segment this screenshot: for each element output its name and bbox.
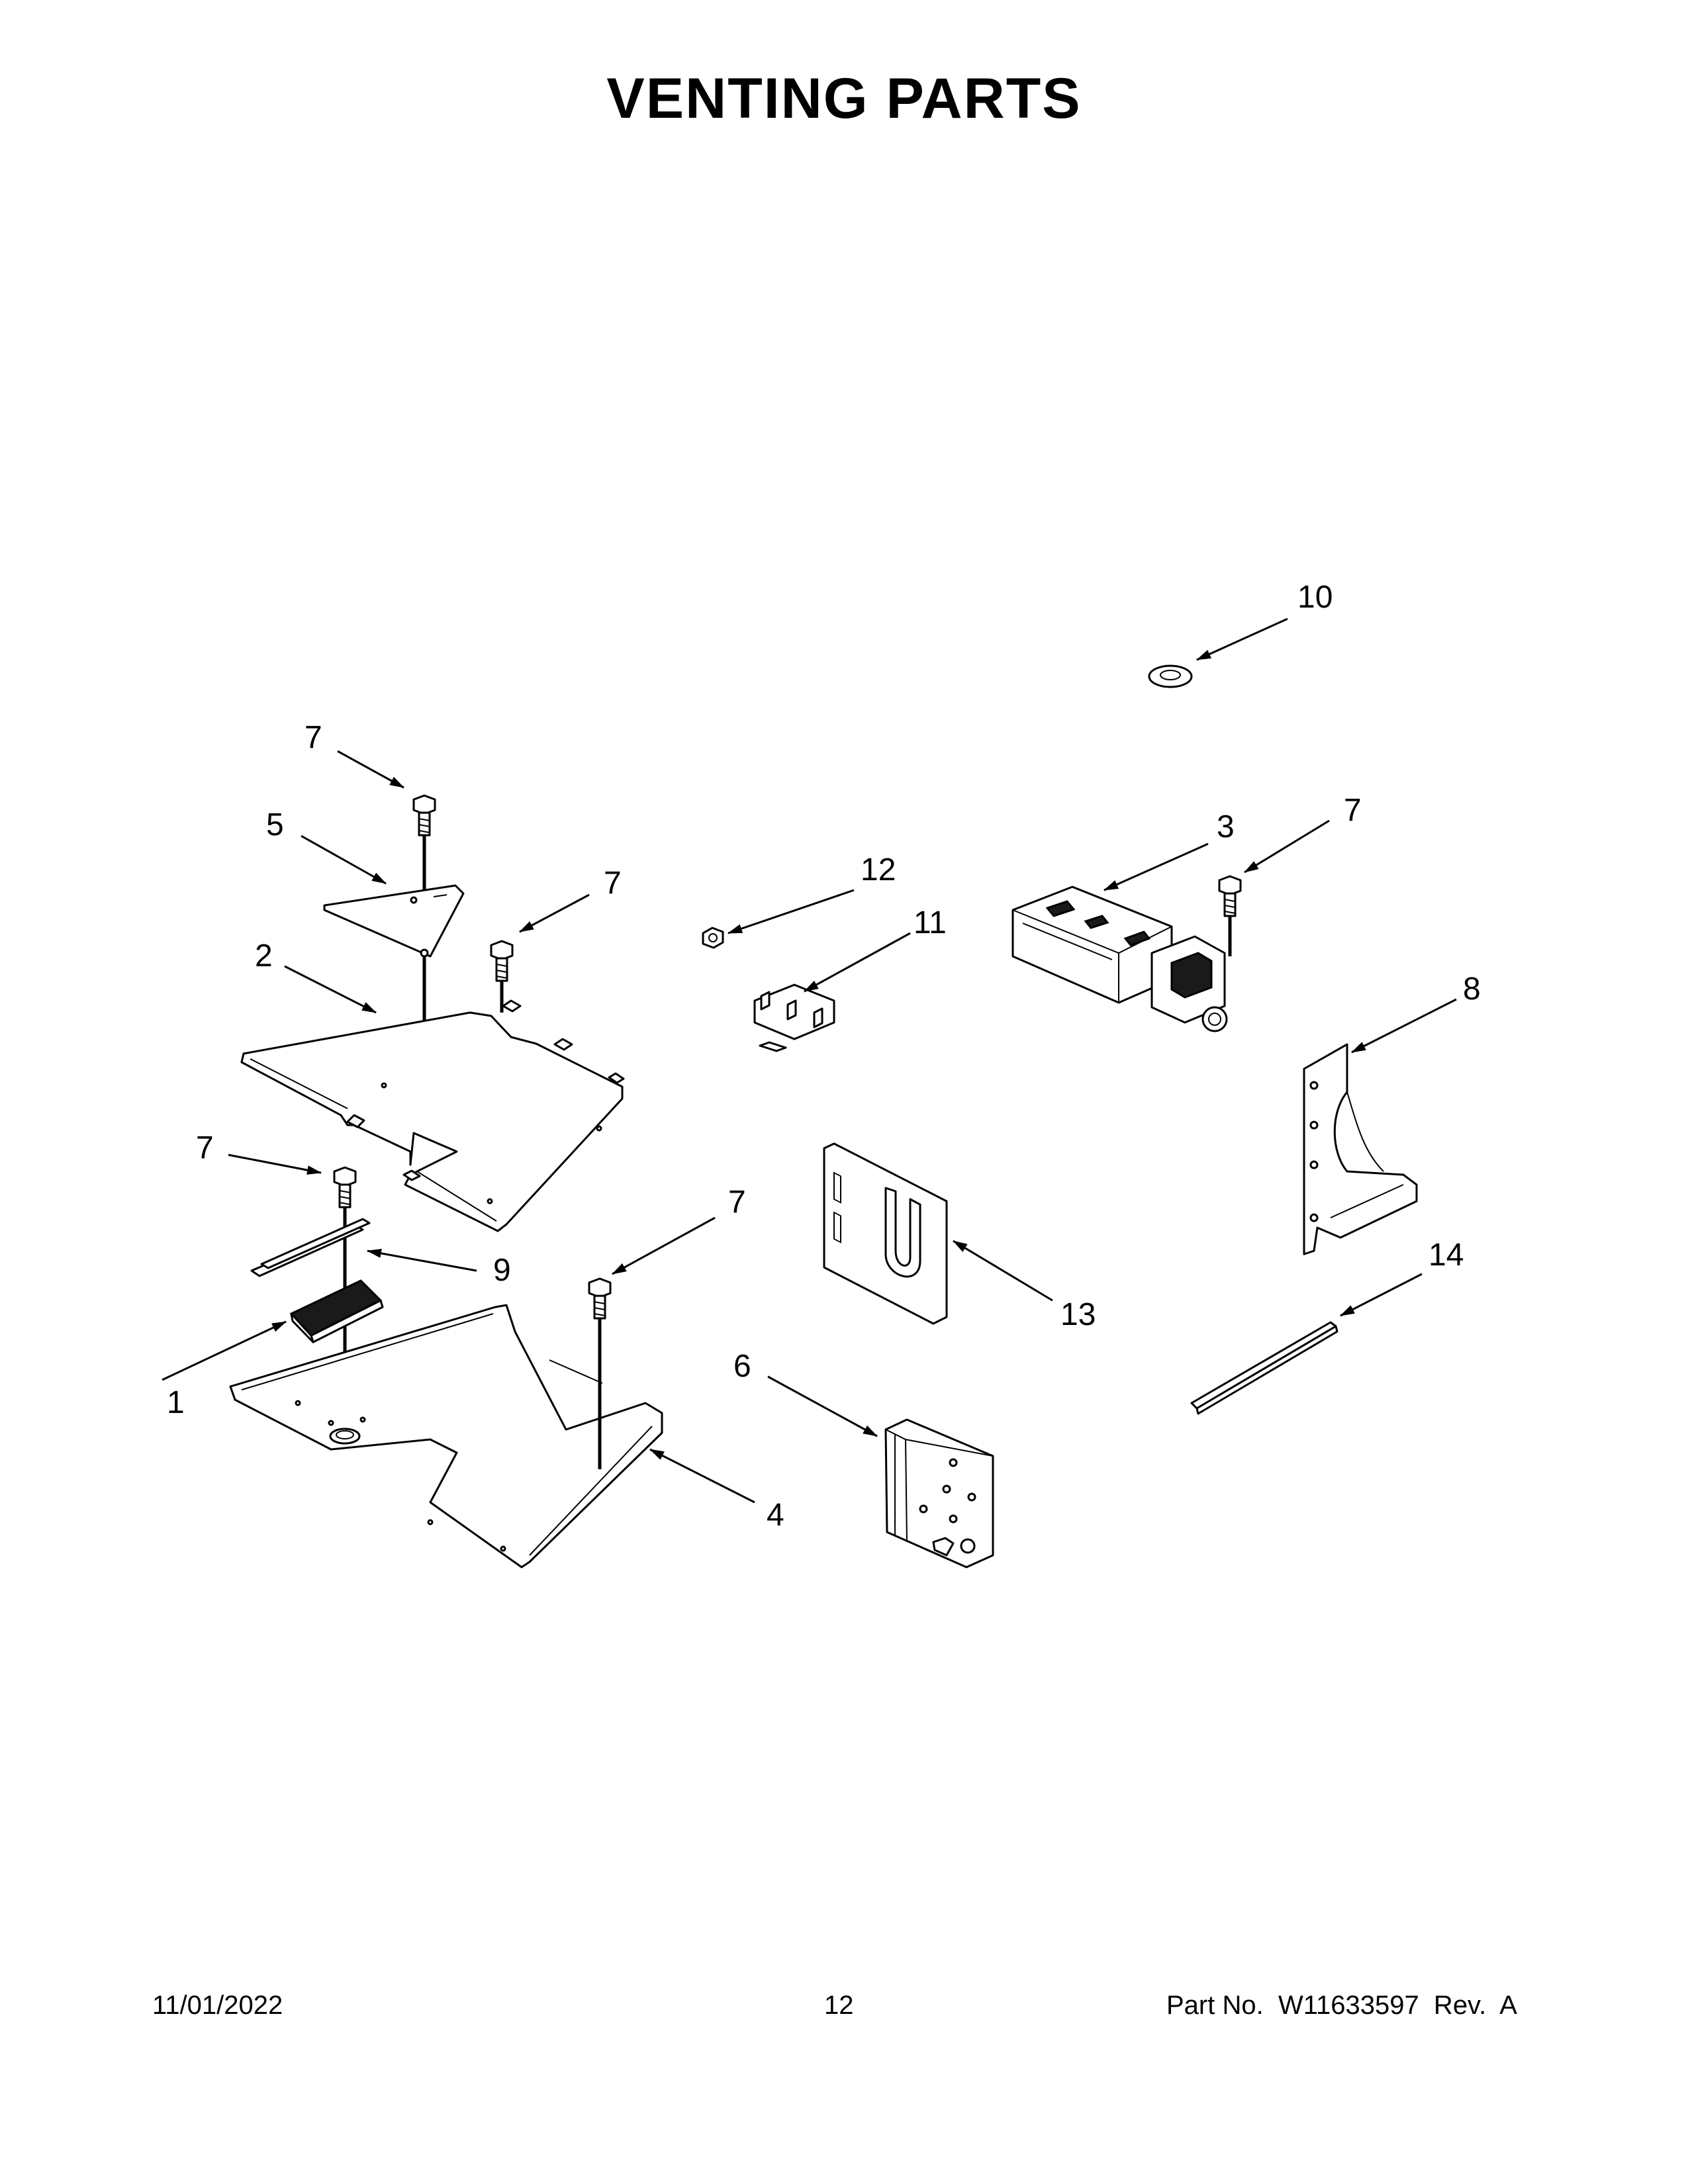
leader-11 bbox=[804, 932, 911, 993]
leader-9 bbox=[367, 1248, 477, 1272]
part-6-box-bracket bbox=[884, 1418, 994, 1569]
part-2-baffle bbox=[240, 999, 625, 1232]
leader-2 bbox=[284, 965, 377, 1014]
part-7-screw-right bbox=[588, 1277, 612, 1320]
leader-4 bbox=[649, 1448, 755, 1504]
callout-5: 5 bbox=[266, 807, 284, 842]
callout-12: 12 bbox=[861, 852, 896, 887]
leader-3 bbox=[1103, 842, 1209, 891]
leader-7-left bbox=[228, 1154, 322, 1175]
part-7-screw-far-right bbox=[1218, 875, 1242, 917]
part-14-strip bbox=[1190, 1321, 1338, 1415]
leader-5 bbox=[301, 835, 387, 885]
leader-13 bbox=[953, 1240, 1053, 1302]
callout-11: 11 bbox=[914, 905, 947, 940]
leader-1 bbox=[162, 1320, 287, 1381]
footer-date: 11/01/2022 bbox=[152, 1991, 283, 2020]
callout-13: 13 bbox=[1060, 1297, 1096, 1332]
callout-7-mid: 7 bbox=[604, 866, 622, 901]
part-8-bracket bbox=[1303, 1043, 1418, 1255]
footer-page-number: 12 bbox=[824, 1991, 854, 2020]
leader-12 bbox=[727, 889, 855, 934]
callout-7-left: 7 bbox=[196, 1130, 214, 1165]
leader-7-right bbox=[612, 1216, 716, 1275]
part-5-plate bbox=[323, 884, 465, 958]
part-10-washer bbox=[1148, 664, 1193, 688]
footer-part-number: Part No. W11633597 Rev. A bbox=[1166, 1991, 1517, 2020]
callout-8: 8 bbox=[1463, 972, 1481, 1007]
callout-9: 9 bbox=[493, 1253, 511, 1288]
part-13-plate bbox=[823, 1142, 948, 1325]
part-7-screw-left bbox=[333, 1166, 357, 1208]
leader-7-mid bbox=[519, 893, 590, 933]
callout-7-top: 7 bbox=[305, 720, 322, 755]
leader-7-top bbox=[337, 750, 404, 789]
callout-3: 3 bbox=[1217, 809, 1235, 844]
part-9-gasket bbox=[250, 1218, 371, 1277]
leader-10 bbox=[1196, 617, 1288, 661]
callout-14: 14 bbox=[1429, 1238, 1464, 1273]
callout-10: 10 bbox=[1297, 580, 1333, 615]
part-4-bottom-panel bbox=[229, 1304, 663, 1569]
part-7-screw-mid bbox=[490, 940, 514, 982]
leader-6 bbox=[767, 1375, 878, 1437]
part-1-vent bbox=[289, 1279, 384, 1343]
leader-8 bbox=[1351, 998, 1457, 1054]
callout-1: 1 bbox=[167, 1385, 185, 1420]
callout-7-right: 7 bbox=[728, 1185, 746, 1220]
leader-14 bbox=[1340, 1273, 1423, 1317]
callout-2: 2 bbox=[255, 938, 273, 974]
part-7-screw-top bbox=[412, 794, 436, 837]
page-title: VENTING PARTS bbox=[606, 67, 1082, 130]
callout-4: 4 bbox=[767, 1498, 784, 1533]
callout-7-far-right: 7 bbox=[1344, 793, 1362, 828]
leader-7-far-right bbox=[1244, 819, 1330, 874]
callout-6: 6 bbox=[733, 1349, 751, 1384]
part-12-nut bbox=[702, 927, 724, 949]
part-11-terminal-block bbox=[753, 983, 835, 1052]
part-3-vent-assembly bbox=[1011, 886, 1228, 1032]
